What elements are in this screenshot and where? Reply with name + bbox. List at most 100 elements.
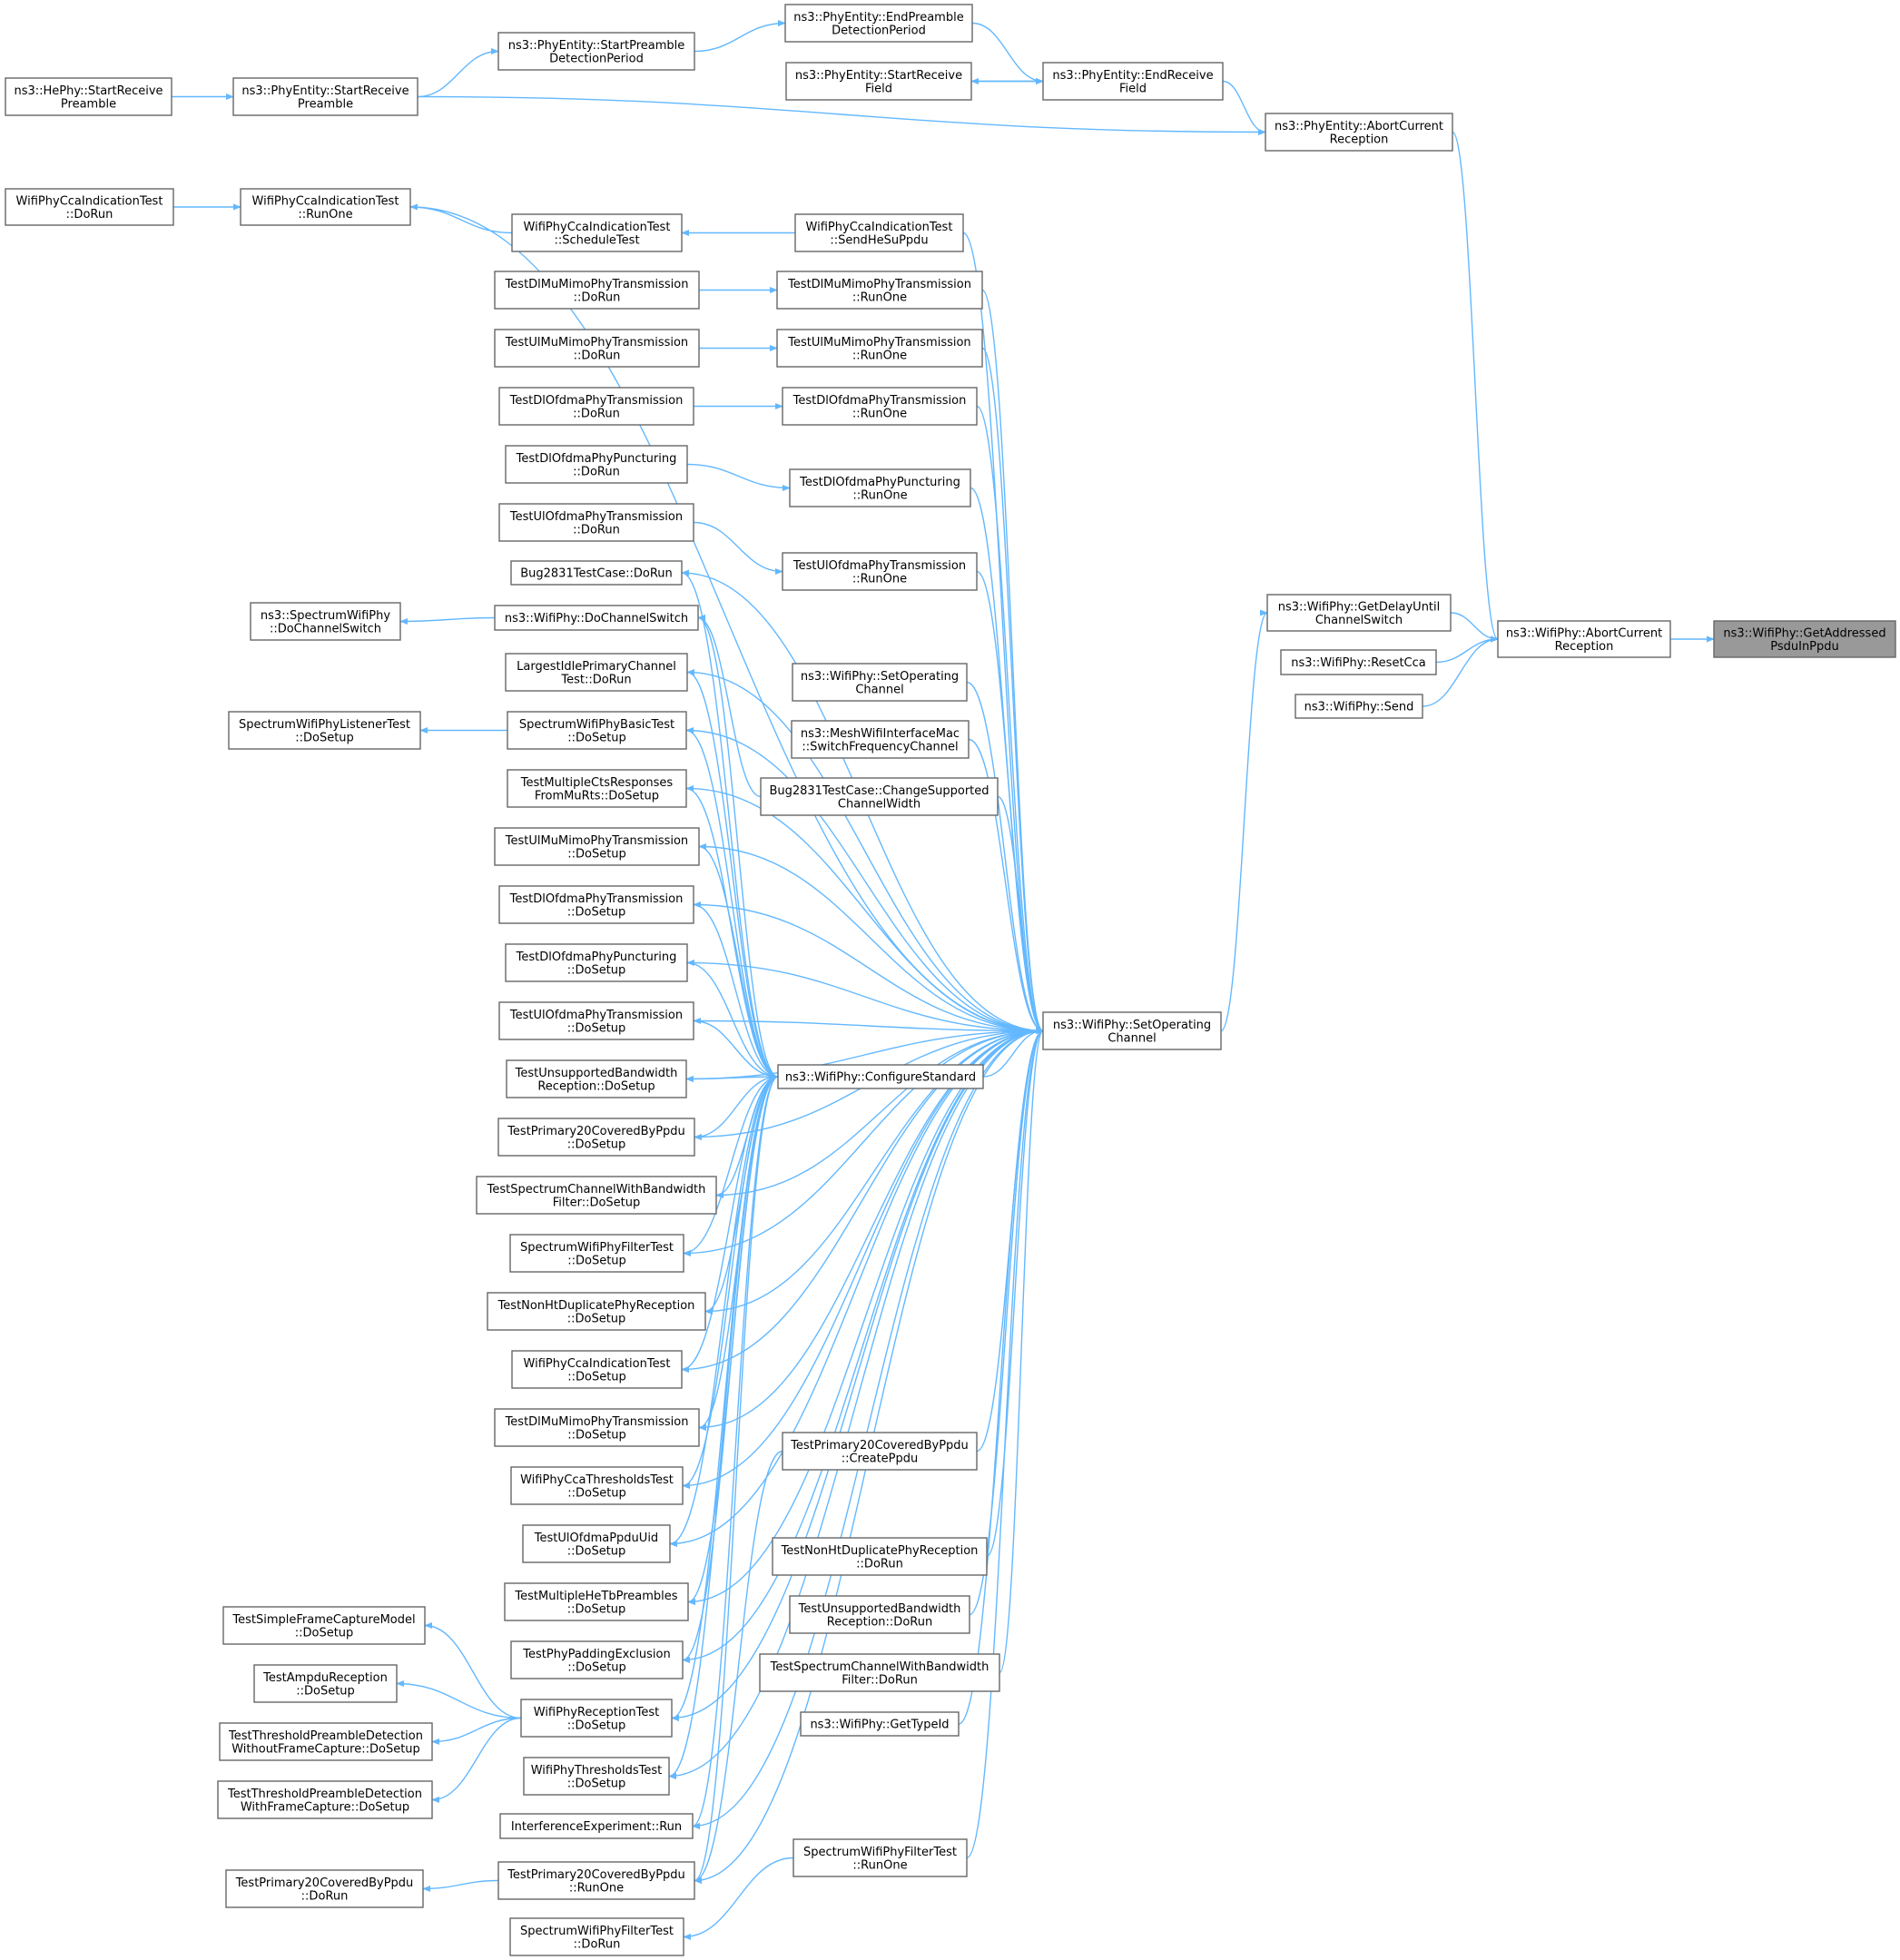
node-spectrumFilterSetup[interactable]: SpectrumWifiPhyFilterTest::DoSetup (509, 1234, 684, 1273)
edge-setOperatingChannel-to-multiHeTbSetup (687, 1029, 1044, 1606)
node-dlPuncRunOne[interactable]: TestDlOfdmaPhyPuncturing::RunOne (789, 468, 971, 507)
node-ccaDoRun[interactable]: WifiPhyCcaIndicationTest::DoRun (5, 188, 174, 226)
node-label: ::DoSetup (567, 963, 626, 977)
node-label: ChannelSwitch (1315, 614, 1403, 627)
node-label: SpectrumWifiPhyFilterTest (520, 1241, 674, 1255)
node-label: TestNonHtDuplicatePhyReception (497, 1299, 695, 1313)
edge-line (999, 1028, 1044, 1674)
node-spectrumFilterDoRun[interactable]: SpectrumWifiPhyFilterTest::DoRun (509, 1917, 684, 1956)
node-label: ns3::WifiPhy::GetDelayUntil (1278, 600, 1441, 614)
edge-line (698, 845, 1044, 1035)
node-box (511, 213, 683, 252)
node-ccaIndSetup[interactable]: WifiPhyCcaIndicationTest::DoSetup (511, 1350, 683, 1389)
node-meshSwitch[interactable]: ns3::MeshWifiInterfaceMac::SwitchFrequen… (791, 720, 970, 759)
node-ccaScheduleTest[interactable]: WifiPhyCcaIndicationTest::ScheduleTest (511, 213, 683, 252)
node-ampduSetup[interactable]: TestAmpduReception::DoSetup (253, 1664, 398, 1703)
node-threshWithSetup[interactable]: TestThresholdPreambleDetectionWithFrameC… (217, 1780, 433, 1819)
node-ccaRunOne[interactable]: WifiPhyCcaIndicationTest::RunOne (240, 188, 411, 226)
node-spectrumDoChannelSwitch[interactable]: ns3::SpectrumWifiPhy::DoChannelSwitch (250, 602, 401, 641)
node-spectrumChanBwSetup[interactable]: TestSpectrumChannelWithBandwidthFilter::… (476, 1176, 717, 1215)
node-dlPuncDoRun[interactable]: TestDlOfdmaPhyPuncturing::DoRun (505, 445, 688, 484)
edge-configureStandard-to-dlPuncSetup (686, 959, 779, 1078)
node-ulMuMimoRunOne[interactable]: TestUlMuMimoPhyTransmission::RunOne (776, 329, 983, 368)
node-nonHtDupSetup[interactable]: TestNonHtDuplicatePhyReception::DoSetup (487, 1292, 706, 1331)
node-label: ns3::WifiPhy::GetAddressed (1723, 626, 1885, 640)
node-phyPaddingSetup[interactable]: TestPhyPaddingExclusion::DoSetup (510, 1640, 684, 1679)
node-label: ns3::WifiPhy::SetOperating (1053, 1019, 1211, 1032)
node-label: Preamble (298, 97, 353, 111)
node-primary20Setup[interactable]: TestPrimary20CoveredByPpdu::DoSetup (497, 1118, 695, 1157)
node-box (5, 188, 174, 226)
node-getTypeId[interactable]: ns3::WifiPhy::GetTypeId (800, 1711, 960, 1737)
node-configureStandard[interactable]: ns3::WifiPhy::ConfigureStandard (777, 1064, 984, 1089)
node-dlMuMimoRunOne[interactable]: TestDlMuMimoPhyTransmission::RunOne (776, 271, 983, 310)
node-primary20CreatePpdu[interactable]: TestPrimary20CoveredByPpdu::CreatePpdu (782, 1432, 978, 1471)
node-simpleFrameCapSetup[interactable]: TestSimpleFrameCaptureModel::DoSetup (222, 1606, 426, 1645)
node-receptionTestSetup[interactable]: WifiPhyReceptionTest::DoSetup (520, 1699, 673, 1738)
node-spectrumListenerSetup[interactable]: SpectrumWifiPhyListenerTest::DoSetup (228, 711, 421, 750)
node-bug2831DoRun[interactable]: Bug2831TestCase::DoRun (510, 560, 683, 586)
node-dlOfdmaSetup[interactable]: TestDlOfdmaPhyTransmission::DoSetup (498, 885, 694, 924)
node-ulOfdmaRunOne[interactable]: TestUlOfdmaPhyTransmission::RunOne (782, 552, 978, 591)
node-spectrumBasicSetup[interactable]: SpectrumWifiPhyBasicTest::DoSetup (507, 711, 687, 750)
edge-setOperatingChannel-to-spectrumFilterSetup (683, 1029, 1044, 1257)
edge-configureStandard-to-thresholdsSetup (668, 1076, 779, 1779)
node-dlOfdmaRunOne[interactable]: TestDlOfdmaPhyTransmission::RunOne (782, 387, 978, 426)
node-label: ::DoSetup (567, 1777, 626, 1790)
node-thresholdsSetup[interactable]: WifiPhyThresholdsTest::DoSetup (523, 1757, 670, 1796)
node-interferenceRun[interactable]: InterferenceExperiment::Run (499, 1813, 694, 1839)
node-ulOfdmaSetup[interactable]: TestUlOfdmaPhyTransmission::DoSetup (498, 1001, 694, 1040)
node-dlMuMimoDoRun[interactable]: TestDlMuMimoPhyTransmission::DoRun (494, 271, 700, 310)
node-ulOfdmaPpduUidSetup[interactable]: TestUlOfdmaPpduUid::DoSetup (522, 1524, 671, 1563)
node-label: TestDlOfdmaPhyTransmission (792, 394, 967, 408)
node-ulMuMimoSetup[interactable]: TestUlMuMimoPhyTransmission::DoSetup (494, 827, 700, 866)
edge-bug2831Change-to-setOperatingChannel (997, 795, 1044, 1035)
node-ccaThreshSetup[interactable]: WifiPhyCcaThresholdsTest::DoSetup (510, 1466, 684, 1505)
node-unsupBwSetup[interactable]: TestUnsupportedBandwidthReception::DoSet… (506, 1059, 687, 1098)
node-ulOfdmaDoRun[interactable]: TestUlOfdmaPhyTransmission::DoRun (498, 503, 694, 542)
node-primary20RunOne[interactable]: TestPrimary20CoveredByPpdu::RunOne (497, 1861, 695, 1900)
node-label: TestDlOfdmaPhyTransmission (509, 892, 684, 906)
node-startPreambleDetection[interactable]: ns3::PhyEntity::StartPreambleDetectionPe… (497, 32, 695, 71)
edge-configureStandard-to-setOperatingChannel (982, 1027, 1044, 1078)
node-wifiPhySend[interactable]: ns3::WifiPhy::Send (1295, 694, 1423, 719)
node-endPreamble[interactable]: ns3::PhyEntity::EndPreambleDetectionPeri… (784, 4, 973, 43)
node-label: ::DoSetup (567, 1021, 626, 1035)
node-spectrumFilterRunOne[interactable]: SpectrumWifiPhyFilterTest::RunOne (792, 1838, 968, 1877)
node-dlPuncSetup[interactable]: TestDlOfdmaPhyPuncturing::DoSetup (505, 943, 688, 982)
node-dlOfdmaDoRun[interactable]: TestDlOfdmaPhyTransmission::DoRun (498, 387, 694, 426)
edge-configureStandard-to-primary20RunOne (694, 1076, 779, 1884)
node-bug2831Change[interactable]: Bug2831TestCase::ChangeSupportedChannelW… (760, 777, 999, 816)
node-label: ::DoSetup (567, 1486, 626, 1500)
node-multipleCtsSetup[interactable]: TestMultipleCtsResponsesFromMuRts::DoSet… (507, 769, 687, 808)
node-multiHeTbSetup[interactable]: TestMultipleHeTbPreambles::DoSetup (504, 1582, 689, 1621)
node-box (232, 77, 418, 116)
node-threshWithoutSetup[interactable]: TestThresholdPreambleDetectionWithoutFra… (219, 1722, 433, 1761)
node-doChannelSwitch[interactable]: ns3::WifiPhy::DoChannelSwitch (494, 605, 699, 631)
node-primary20DoRun[interactable]: TestPrimary20CoveredByPpdu::DoRun (225, 1869, 424, 1908)
node-label: Filter::DoRun (842, 1673, 918, 1687)
node-resetCca[interactable]: ns3::WifiPhy::ResetCca (1280, 649, 1437, 675)
node-nonHtDupDoRun[interactable]: TestNonHtDuplicatePhyReception::DoRun (772, 1537, 988, 1576)
node-label: ::DoRun (574, 291, 621, 304)
node-box (784, 4, 973, 43)
node-dlMuMimoSetup[interactable]: TestDlMuMimoPhyTransmission::DoSetup (494, 1408, 700, 1447)
edge-line (694, 19, 786, 53)
node-ulMuMimoDoRun[interactable]: TestUlMuMimoPhyTransmission::DoRun (494, 329, 700, 368)
node-ccaSendHeSuPpdu[interactable]: WifiPhyCcaIndicationTest::SendHeSuPpdu (794, 213, 964, 252)
node-spectrumChanBwDoRun[interactable]: TestSpectrumChannelWithBandwidthFilter::… (759, 1653, 1000, 1692)
edge-line (692, 1076, 779, 1829)
node-box (498, 387, 694, 426)
